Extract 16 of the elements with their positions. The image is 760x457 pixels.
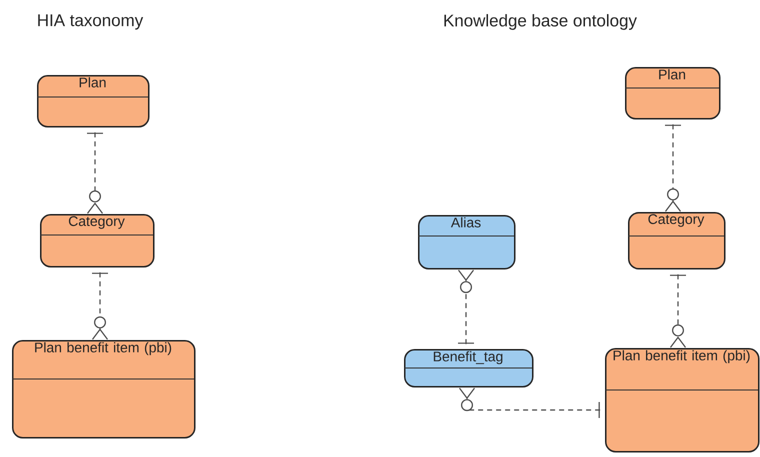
relationship-line [87, 132, 103, 214]
entity-box: Category [628, 212, 726, 270]
entity-box: Plan benefit item (pbi) [604, 348, 760, 452]
relationship-line [92, 272, 108, 340]
heading: HIA taxonomy [38, 14, 144, 30]
entity-box: Alias [418, 215, 516, 270]
relationship-line [665, 124, 681, 212]
entity-box: Plan [624, 67, 720, 120]
relationship-line [458, 270, 474, 345]
relationship-line [459, 388, 601, 418]
entity-box: Plan [36, 75, 150, 128]
entity-box: Category [40, 214, 154, 268]
entity-box: Plan benefit item (pbi) [12, 340, 196, 438]
relationship-line [670, 274, 686, 348]
entity-box: Benefit_tag [404, 349, 534, 388]
heading: Knowledge base ontology [444, 14, 637, 30]
